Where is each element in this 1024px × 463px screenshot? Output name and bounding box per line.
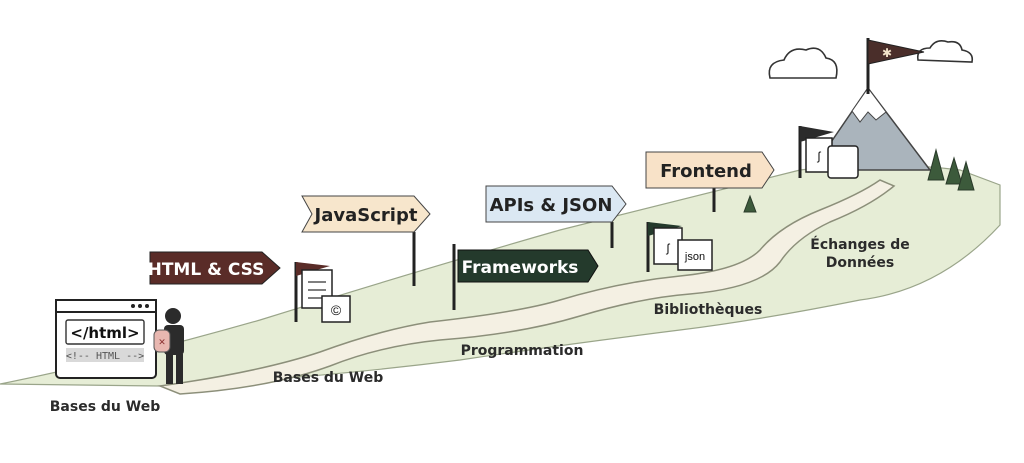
milestone-echanges-line2: Données — [826, 255, 895, 271]
checkpoint-flag-3: ʃ — [798, 126, 859, 179]
json-doc-label: json — [684, 251, 705, 263]
svg-text:✕: ✕ — [158, 337, 166, 347]
sign-frameworks: Frameworks — [452, 244, 599, 310]
checkpoint-flag-1: © — [294, 262, 351, 323]
sign-apis-json: APIs & JSON — [485, 185, 627, 248]
sign-apis-json-label: APIs & JSON — [490, 195, 613, 216]
milestone-bibliotheques: Bibliothèques — [654, 302, 763, 318]
sign-javascript: JavaScript — [301, 195, 431, 286]
milestone-bases-du-web: Bases du Web — [273, 370, 383, 386]
doc-icon: ʃ — [817, 149, 822, 163]
html-tag-text: </html> — [70, 324, 139, 342]
svg-text:✱: ✱ — [882, 46, 892, 60]
code-sign-icon: © — [331, 302, 342, 318]
doc-icon: ʃ — [666, 241, 671, 255]
browser-window: </html> <!-- HTML --> — [55, 299, 157, 379]
hiker-figure: ✕ — [153, 308, 184, 384]
sign-frontend: Frontend — [645, 151, 775, 212]
milestone-programmation: Programmation — [461, 343, 584, 359]
milestone-echanges-line1: Échanges de — [810, 236, 909, 253]
sign-html-css-label: HTML & CSS — [148, 260, 265, 280]
sign-frameworks-label: Frameworks — [462, 258, 579, 278]
summit-flag-icon: ✱ — [866, 38, 925, 94]
checkpoint-flag-2: ʃ json — [646, 222, 713, 272]
milestone-bases-du-web-start: Bases du Web — [50, 399, 160, 415]
cloud-left — [768, 47, 838, 79]
html-comment-text: <!-- HTML --> — [66, 351, 144, 362]
cloud-right — [916, 40, 974, 63]
tree-icon — [743, 148, 975, 213]
sign-frontend-label: Frontend — [660, 161, 752, 182]
sign-javascript-label: JavaScript — [313, 205, 418, 226]
sign-html-css: HTML & CSS — [148, 251, 281, 285]
winding-path — [157, 179, 896, 395]
